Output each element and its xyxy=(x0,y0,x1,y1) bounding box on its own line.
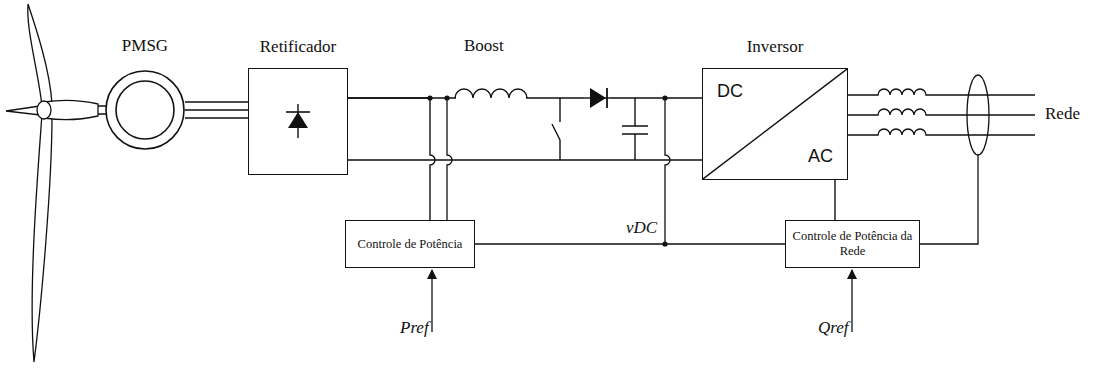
boost-converter xyxy=(455,88,648,160)
junction-dot xyxy=(427,95,432,100)
reference-arrow xyxy=(431,270,432,332)
grid-inductor xyxy=(848,129,1035,135)
sensing-wires xyxy=(432,98,978,332)
component-label: Retificador xyxy=(219,37,377,57)
section-label: Boost xyxy=(462,36,506,56)
diode-triangle xyxy=(288,112,308,128)
grid-filter xyxy=(848,89,1035,135)
grid-measure-wire xyxy=(920,155,978,244)
control-label: Controle de Potência xyxy=(358,237,463,252)
junction-dots xyxy=(427,95,667,246)
junction-dot xyxy=(662,95,667,100)
generator-outline xyxy=(105,70,185,150)
vdc-wire xyxy=(665,98,670,244)
generator-ring xyxy=(116,81,174,139)
generator-circle: PMSG xyxy=(105,70,185,150)
inverter-box: InversorDCAC xyxy=(702,68,848,180)
grid-inductor xyxy=(848,89,1035,95)
control-box: Controle de Potência da Rede xyxy=(785,220,920,268)
boost-diode-bar xyxy=(606,88,608,108)
junction-dot xyxy=(662,241,667,246)
boost-diode xyxy=(590,88,606,108)
component-label: PMSG xyxy=(75,36,215,56)
signal-label: vDC xyxy=(624,218,659,238)
wind-turbine xyxy=(6,4,106,362)
turbine-nacelle xyxy=(44,100,98,119)
grid-inductor xyxy=(848,109,1035,115)
boost-inductor xyxy=(455,89,527,98)
reference-label: Qref xyxy=(816,318,851,338)
turbine-hub xyxy=(37,101,51,119)
dc-capacitor xyxy=(622,98,648,160)
wire-connector xyxy=(475,243,785,244)
turbine-shaft xyxy=(98,106,106,114)
rectifier-box: Retificador xyxy=(248,68,348,175)
boost-switch xyxy=(552,98,560,160)
wire-connector xyxy=(348,98,435,220)
reference-arrow xyxy=(851,270,852,332)
turbine-blade xyxy=(28,4,52,106)
measurement-loop xyxy=(967,75,989,155)
component-label: Inversor xyxy=(693,37,857,57)
control-label: Controle de Potência da Rede xyxy=(792,229,913,259)
control-box: Controle de Potência xyxy=(345,220,475,268)
reference-label: Pref xyxy=(398,318,431,338)
rectifier-diode-symbol xyxy=(286,104,310,138)
wire-connector xyxy=(348,98,702,160)
generator-ring xyxy=(106,71,184,149)
grid-label: Rede xyxy=(1043,104,1082,124)
junction-dot xyxy=(444,95,449,100)
wire-connector xyxy=(834,180,835,220)
inverter-side-label: AC xyxy=(808,146,833,167)
inverter-diagonal-line xyxy=(703,69,847,179)
wire-connector xyxy=(185,102,248,118)
sensing-wire xyxy=(447,98,452,220)
inverter-side-label: DC xyxy=(717,81,743,102)
turbine-blade xyxy=(32,114,52,362)
diode-bar xyxy=(286,111,310,113)
turbine-blade xyxy=(6,106,40,115)
